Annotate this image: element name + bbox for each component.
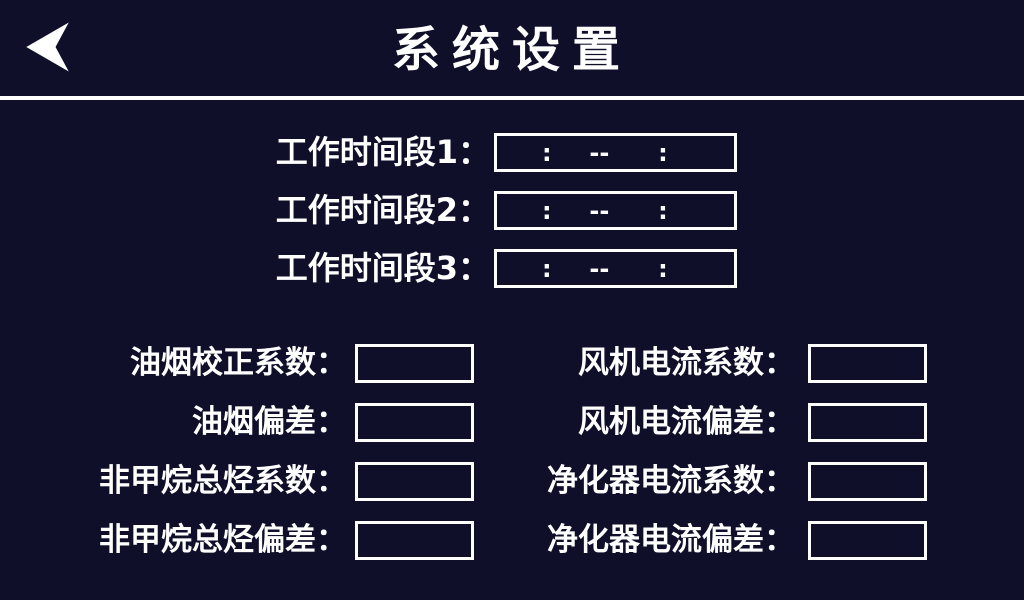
- work-period-2-input[interactable]: : -- :: [494, 191, 737, 230]
- work-period-3-input[interactable]: : -- :: [494, 249, 737, 288]
- work-period-1-input[interactable]: : -- :: [494, 133, 737, 172]
- purifier-current-coef-input[interactable]: [808, 462, 927, 501]
- time-range-separator: --: [589, 138, 610, 167]
- oil-smoke-correction-coef-input[interactable]: [355, 344, 474, 383]
- work-period-row-1: 工作时间段1： : -- :: [0, 133, 1024, 172]
- time-colon: :: [658, 254, 668, 283]
- fan-current-offset-input[interactable]: [808, 403, 927, 442]
- fan-current-offset-label: 风机电流偏差：: [578, 404, 795, 440]
- header-divider: [0, 96, 1024, 100]
- fan-current-coef-label: 风机电流系数：: [578, 345, 795, 381]
- coef-row-4: 非甲烷总烃偏差： 净化器电流偏差：: [0, 521, 1024, 560]
- coef-row-2: 油烟偏差： 风机电流偏差：: [0, 403, 1024, 442]
- coefficient-section: 油烟校正系数： 风机电流系数： 油烟偏差： 风机电流偏差： 非甲烷总烃系数： 净…: [0, 344, 1024, 580]
- back-arrow-icon: [26, 22, 69, 72]
- time-range-separator: --: [589, 254, 610, 283]
- time-colon: :: [542, 254, 552, 283]
- coef-row-1: 油烟校正系数： 风机电流系数：: [0, 344, 1024, 383]
- nmhc-coef-label: 非甲烷总烃系数：: [99, 463, 347, 499]
- work-period-section: 工作时间段1： : -- : 工作时间段2： : -- :: [0, 133, 1024, 307]
- coef-row-3: 非甲烷总烃系数： 净化器电流系数：: [0, 462, 1024, 501]
- purifier-current-offset-label: 净化器电流偏差：: [547, 522, 795, 558]
- nmhc-coef-input[interactable]: [355, 462, 474, 501]
- time-range-separator: --: [589, 196, 610, 225]
- work-period-row-3: 工作时间段3： : -- :: [0, 249, 1024, 288]
- work-period-1-label: 工作时间段1：: [275, 133, 490, 171]
- oil-smoke-offset-label: 油烟偏差：: [192, 404, 347, 440]
- back-button[interactable]: [18, 10, 82, 84]
- purifier-current-offset-input[interactable]: [808, 521, 927, 560]
- fan-current-coef-input[interactable]: [808, 344, 927, 383]
- time-colon: :: [542, 138, 552, 167]
- nmhc-offset-input[interactable]: [355, 521, 474, 560]
- purifier-current-coef-label: 净化器电流系数：: [547, 463, 795, 499]
- time-colon: :: [658, 196, 668, 225]
- work-period-2-label: 工作时间段2：: [275, 191, 490, 229]
- page-title: 系统设置: [391, 22, 632, 78]
- oil-smoke-offset-input[interactable]: [355, 403, 474, 442]
- time-colon: :: [658, 138, 668, 167]
- work-period-row-2: 工作时间段2： : -- :: [0, 191, 1024, 230]
- work-period-3-label: 工作时间段3：: [275, 249, 490, 287]
- oil-smoke-correction-coef-label: 油烟校正系数：: [130, 345, 347, 381]
- time-colon: :: [542, 196, 552, 225]
- nmhc-offset-label: 非甲烷总烃偏差：: [99, 522, 347, 558]
